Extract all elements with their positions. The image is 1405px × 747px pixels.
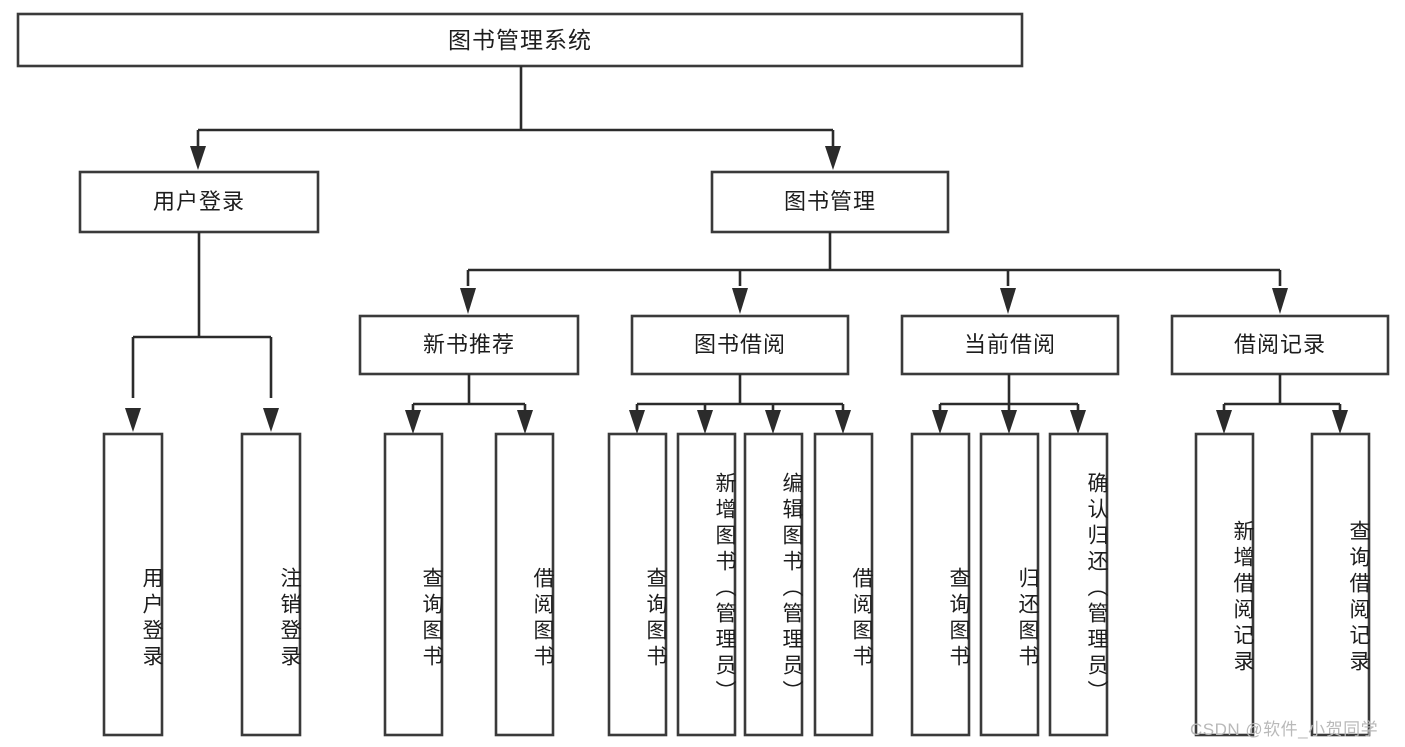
- leaf-box-add-record[interactable]: [1194, 432, 1255, 737]
- node-new-book-rec-label: 新书推荐: [422, 332, 515, 357]
- leaf-label-logout: 注销登录: [278, 567, 301, 671]
- arrowhead-bb-leaf-2: [697, 410, 713, 434]
- leaf-box-logout[interactable]: [240, 432, 302, 737]
- leaf-box-borrow-book-2[interactable]: [813, 432, 874, 737]
- watermark-text: CSDN @软件_小贺同学: [1190, 720, 1379, 739]
- arrowhead-br-leaf-1: [1216, 410, 1232, 434]
- leaf-label-user-login: 用户登录: [140, 567, 163, 671]
- arrowhead-root-to-book-manage: [825, 146, 841, 170]
- node-book-manage-box[interactable]: [710, 170, 950, 234]
- node-new-book-rec-box[interactable]: [358, 314, 580, 376]
- arrowhead-cb-leaf-3: [1070, 410, 1086, 434]
- node-book-borrow-label: 图书借阅: [693, 332, 786, 357]
- arrowhead-bb-leaf-1: [629, 410, 645, 434]
- arrowhead-user-login-leaf-2: [263, 408, 279, 432]
- node-current-borrow-box[interactable]: [900, 314, 1120, 376]
- arrowhead-nbr-leaf-2: [517, 410, 533, 434]
- leaf-box-confirm-return[interactable]: [1048, 432, 1109, 737]
- node-book-manage-label: 图书管理: [783, 189, 876, 214]
- leaf-label-edit-book: 编辑图书（管理员）: [780, 471, 803, 706]
- leaf-label-query-book-1: 查询图书: [420, 567, 443, 671]
- arrowhead-nbr-leaf-1: [405, 410, 421, 434]
- leaf-label-query-book-2: 查询图书: [644, 567, 667, 671]
- leaf-label-add-book: 新增图书（管理员）: [713, 471, 736, 706]
- node-root-label: 图书管理系统: [448, 26, 592, 53]
- leaf-box-borrow-book-1[interactable]: [494, 432, 555, 737]
- arrowhead-root-to-user-login: [190, 146, 206, 170]
- leaf-box-query-book-3[interactable]: [910, 432, 971, 737]
- leaf-label-query-record: 查询借阅记录: [1347, 520, 1370, 676]
- leaf-label-borrow-book-1: 借阅图书: [531, 567, 554, 671]
- arrowhead-bm-to-book-borrow: [732, 288, 748, 314]
- node-book-borrow-box[interactable]: [630, 314, 850, 376]
- leaf-box-user-login[interactable]: [102, 432, 164, 737]
- arrowhead-bb-leaf-3: [765, 410, 781, 434]
- leaf-box-add-book[interactable]: [676, 432, 737, 737]
- arrowhead-bm-to-borrow-record: [1272, 288, 1288, 314]
- leaf-label-borrow-book-2: 借阅图书: [850, 567, 873, 671]
- arrowhead-cb-leaf-1: [932, 410, 948, 434]
- node-borrow-record-label: 借阅记录: [1233, 332, 1326, 357]
- leaf-label-add-record: 新增借阅记录: [1231, 520, 1254, 676]
- arrowhead-bb-leaf-4: [835, 410, 851, 434]
- leaf-label-return-book: 归还图书: [1016, 567, 1039, 671]
- arrowhead-user-login-leaf-1: [125, 408, 141, 432]
- arrowhead-bm-to-current-borrow: [1000, 288, 1016, 314]
- node-user-login-label: 用户登录: [152, 189, 245, 214]
- arrowhead-cb-leaf-2: [1001, 410, 1017, 434]
- leaf-box-edit-book[interactable]: [743, 432, 804, 737]
- node-current-borrow-label: 当前借阅: [963, 332, 1056, 357]
- node-root-box[interactable]: [16, 12, 1024, 68]
- arrowhead-br-leaf-2: [1332, 410, 1348, 434]
- leaf-label-confirm-return: 确认归还（管理员）: [1085, 471, 1108, 706]
- leaf-box-query-record[interactable]: [1310, 432, 1371, 737]
- node-user-login-box[interactable]: [78, 170, 320, 234]
- leaf-box-query-book-2[interactable]: [607, 432, 668, 737]
- leaf-box-return-book[interactable]: [979, 432, 1040, 737]
- arrowhead-bm-to-new-book-rec: [460, 288, 476, 314]
- leaf-label-query-book-3: 查询图书: [947, 567, 970, 671]
- leaf-box-query-book-1[interactable]: [383, 432, 444, 737]
